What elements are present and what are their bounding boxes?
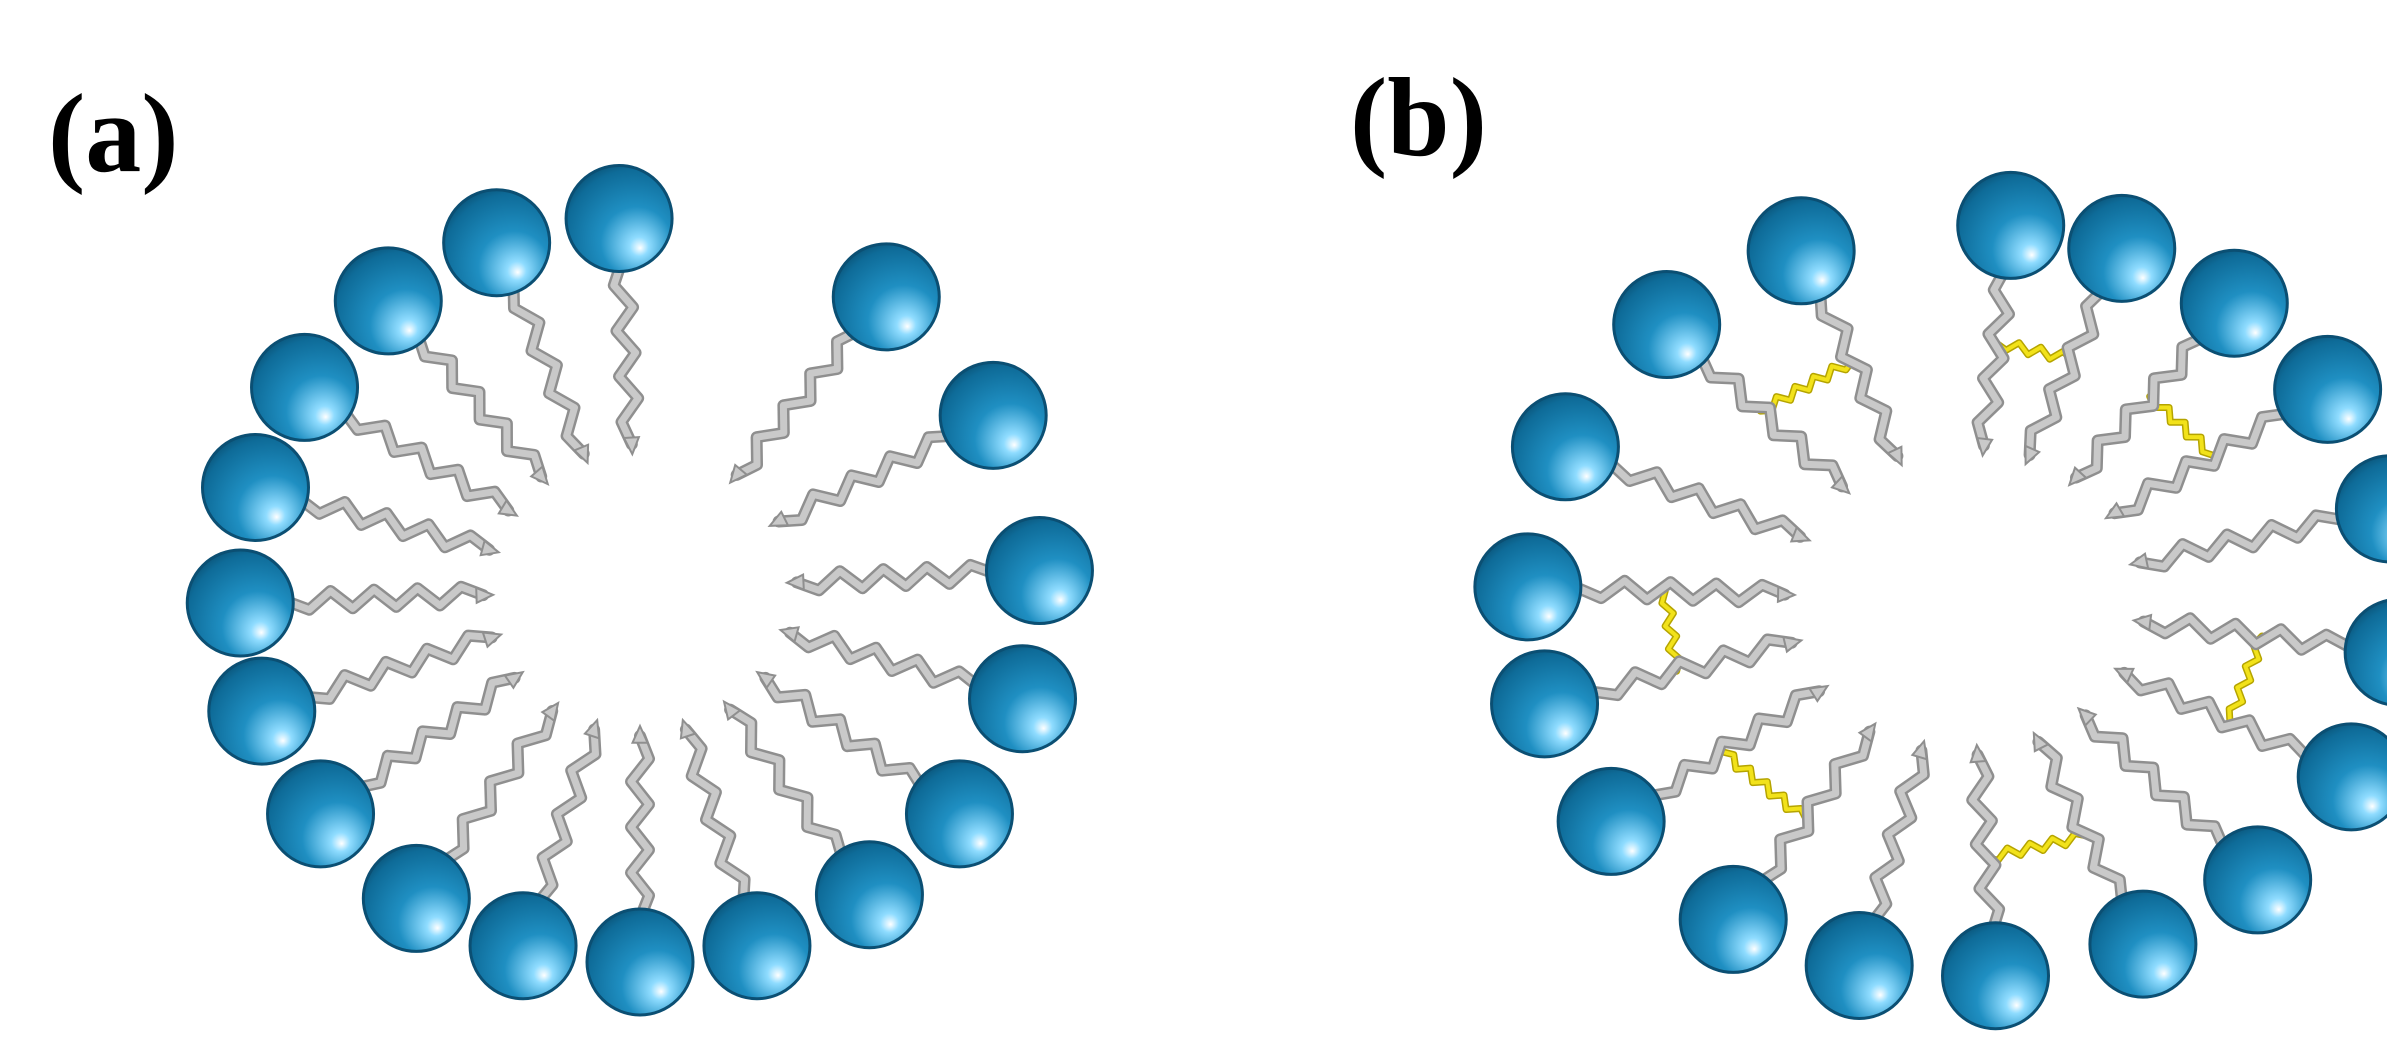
tail-b-2 xyxy=(2023,283,2110,467)
head-b-8 xyxy=(2203,825,2313,935)
tail-a-17 xyxy=(767,429,958,528)
tail-a-4 xyxy=(337,405,519,517)
head-a-10 xyxy=(468,891,578,1001)
head-a-2 xyxy=(442,188,552,298)
tail-a-16 xyxy=(784,558,999,597)
head-a-18 xyxy=(831,242,941,352)
tail-b-8 xyxy=(2076,706,2230,854)
head-b-11 xyxy=(1804,910,1914,1020)
tail-b-4 xyxy=(2103,407,2292,520)
tail-a-3 xyxy=(411,328,550,486)
head-b-17 xyxy=(1612,270,1722,380)
tail-b-12 xyxy=(1754,721,1877,889)
head-b-2 xyxy=(2067,193,2177,303)
tail-b-1 xyxy=(1971,262,2015,458)
tail-a-8 xyxy=(352,670,525,794)
tail-b-14 xyxy=(1587,633,1804,702)
head-b-1 xyxy=(1956,170,2066,280)
head-b-15 xyxy=(1473,532,1583,642)
head-a-1 xyxy=(564,164,674,274)
head-a-17 xyxy=(938,360,1048,470)
tail-a-7 xyxy=(300,629,504,705)
head-b-5 xyxy=(2334,454,2387,564)
head-a-9 xyxy=(361,843,471,953)
tail-a-15 xyxy=(778,626,984,692)
head-a-11 xyxy=(585,907,695,1017)
head-a-6 xyxy=(185,548,295,658)
tail-b-15 xyxy=(1572,574,1798,609)
tail-a-14 xyxy=(755,670,928,794)
crosslink-b-1 xyxy=(1992,339,2076,363)
tail-a-12 xyxy=(679,717,751,910)
tail-a-10 xyxy=(530,717,602,910)
tail-a-1 xyxy=(607,256,645,457)
tail-a-13 xyxy=(722,699,849,865)
tail-a-2 xyxy=(507,277,590,466)
tail-b-7 xyxy=(2112,666,2313,763)
panel-b-micelle xyxy=(1473,170,2387,1031)
crosslink-b-2 xyxy=(2146,392,2218,459)
head-a-7 xyxy=(207,656,317,766)
head-a-16 xyxy=(984,516,1094,626)
tail-b-17 xyxy=(1695,350,1852,495)
tail-a-18 xyxy=(728,325,864,485)
head-b-14 xyxy=(1490,649,1600,759)
head-a-5 xyxy=(200,432,310,542)
tail-b-5 xyxy=(2127,509,2347,573)
tail-b-18 xyxy=(1814,285,1904,468)
head-a-4 xyxy=(250,332,360,442)
crosslink-b-7 xyxy=(1756,357,1857,415)
tail-b-10 xyxy=(1966,742,2006,939)
tail-b-11 xyxy=(1865,738,1930,930)
panel-b-label: (b) xyxy=(1350,56,1487,180)
tail-b-6 xyxy=(2131,612,2354,656)
tail-a-6 xyxy=(281,580,496,616)
head-b-9 xyxy=(2088,889,2198,999)
head-a-13 xyxy=(814,840,924,950)
head-b-12 xyxy=(1678,864,1788,974)
tail-a-5 xyxy=(294,493,502,557)
panel-a-label: (a) xyxy=(48,72,179,196)
head-b-18 xyxy=(1746,196,1856,306)
head-b-7 xyxy=(2296,722,2387,832)
head-b-16 xyxy=(1510,392,1620,502)
tail-b-9 xyxy=(2032,730,2129,911)
crosslink-b-5 xyxy=(1718,748,1810,823)
head-a-3 xyxy=(333,246,443,356)
head-a-15 xyxy=(968,644,1078,754)
head-a-12 xyxy=(702,891,812,1001)
head-b-10 xyxy=(1941,921,2051,1031)
head-b-4 xyxy=(2273,334,2383,444)
head-b-3 xyxy=(2179,248,2289,358)
panel-a-micelle xyxy=(185,164,1094,1017)
crosslink-b-4 xyxy=(1982,830,2091,864)
tail-a-9 xyxy=(436,701,560,869)
tail-b-13 xyxy=(1646,684,1830,802)
tail-b-3 xyxy=(2067,331,2209,487)
head-a-14 xyxy=(904,759,1014,869)
head-b-6 xyxy=(2343,599,2387,706)
head-b-13 xyxy=(1556,766,1666,876)
tail-b-16 xyxy=(1605,458,1812,543)
head-a-8 xyxy=(266,759,376,869)
tail-a-11 xyxy=(625,723,655,925)
